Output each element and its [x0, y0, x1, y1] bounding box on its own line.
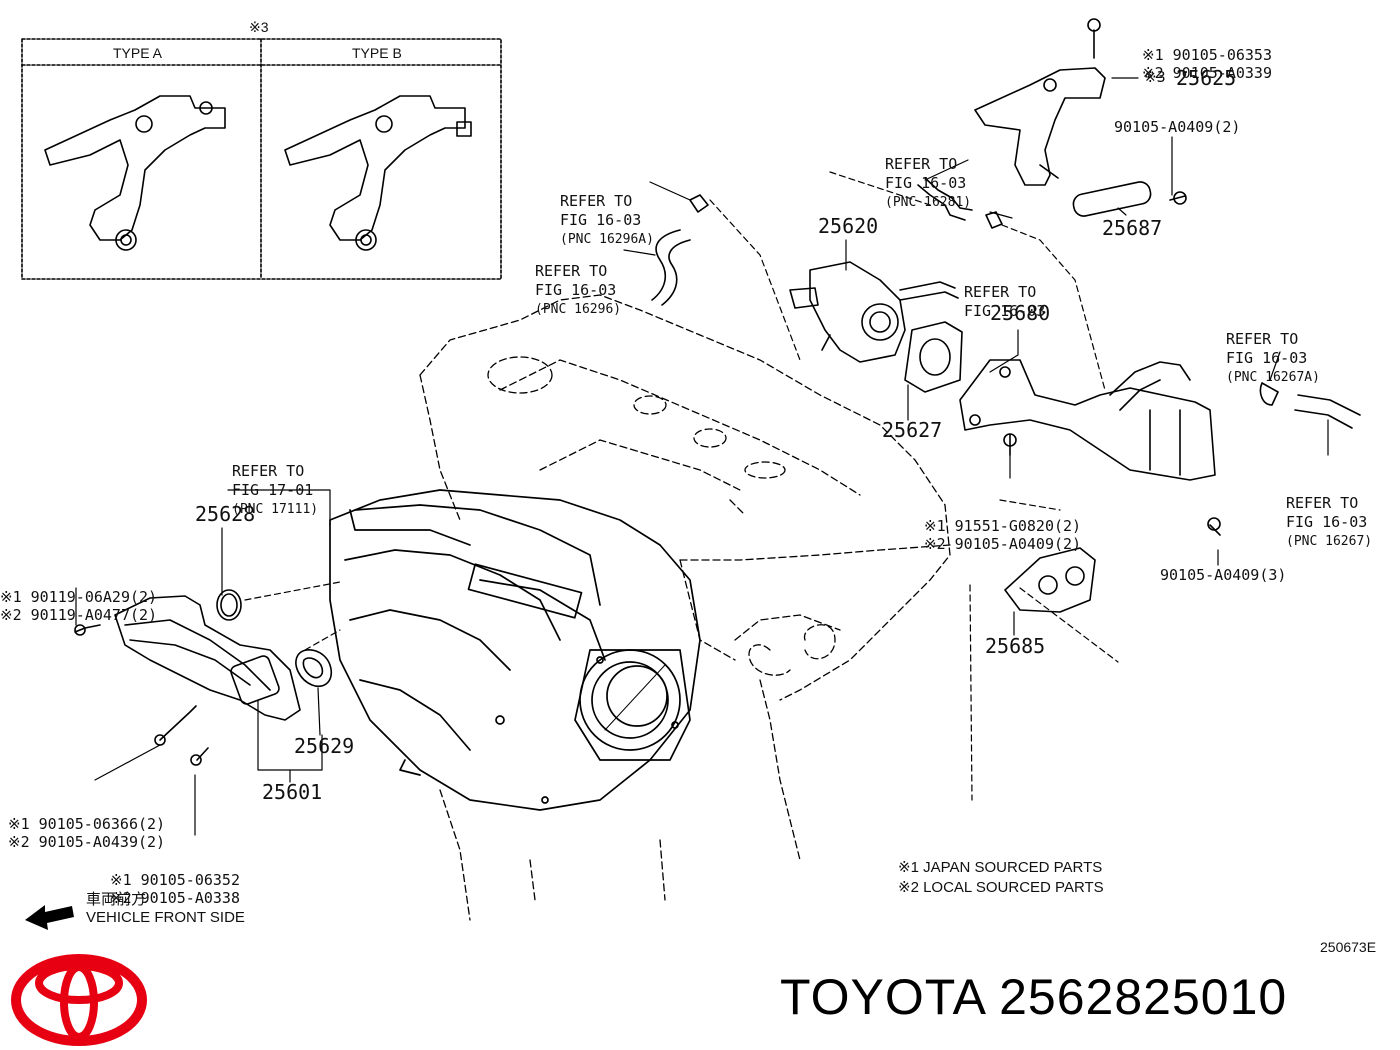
part-25685[interactable]: 25685	[985, 634, 1046, 658]
part-25601[interactable]: 25601	[262, 780, 323, 804]
type-a-label: TYPE A	[113, 45, 163, 61]
leader-lines	[75, 77, 1329, 836]
bolt-icons	[74, 18, 1221, 766]
gasket-25687-icon	[1072, 181, 1152, 217]
part-25625[interactable]: 25625	[1176, 66, 1237, 90]
dashed-guides	[244, 171, 1119, 801]
bolt-mid-label: ※1 91551-G0820(2)※2 90105-A0409(2)	[924, 517, 1082, 553]
gasket-25685-icon	[1004, 547, 1096, 613]
brand-name: TOYOTA	[780, 969, 985, 1025]
gasket-25628-icon	[216, 589, 242, 621]
type-variant-box	[21, 38, 502, 280]
clamp-16296a-icon	[689, 194, 709, 213]
part-number: 2562825010	[999, 969, 1288, 1025]
egr-valve-25620	[789, 261, 959, 363]
engine-outline	[419, 294, 951, 921]
bracket-type-b-icon	[284, 95, 466, 241]
type-b-label: TYPE B	[352, 45, 402, 61]
bolt-25687-label: 90105-A0409(2)	[1114, 118, 1241, 136]
bolt-top-label: ※1 90105-06353※2 90105-A0339	[1142, 46, 1272, 82]
toyota-logo	[11, 954, 147, 1046]
front-jp-label: 車両前方	[86, 891, 147, 908]
intake-manifold	[329, 489, 701, 811]
part-25625-mark: ※3	[1144, 68, 1166, 86]
bolt-low-label: ※1 90105-06366(2)※2 90105-A0439(2)	[8, 815, 166, 851]
clamp-16267a-icon	[1259, 382, 1279, 406]
type-box-mark: ※3	[249, 19, 269, 35]
gasket-25629-icon	[295, 649, 332, 687]
footer-title: TOYOTA 2562825010	[780, 968, 1287, 1026]
part-25687[interactable]: 25687	[1102, 216, 1163, 240]
part-25680[interactable]: 25680	[990, 301, 1051, 325]
bracket-25625	[974, 67, 1106, 186]
front-arrow-icon	[25, 905, 74, 930]
hose-16281-icon	[917, 184, 966, 221]
gasket-25627-icon	[904, 321, 963, 393]
diagram-code: 250673E	[1320, 939, 1377, 955]
hose-16267-icon	[1297, 394, 1361, 416]
part-25620[interactable]: 25620	[818, 214, 879, 238]
part-25627[interactable]: 25627	[882, 418, 943, 442]
bolt-left-label: ※1 90119-06A29(2)※2 90119-A0477(2)	[0, 588, 158, 624]
front-en-label: VEHICLE FRONT SIDE	[86, 909, 245, 926]
egr-cooler-25680	[959, 359, 1216, 481]
part-25628[interactable]: 25628	[195, 502, 256, 526]
sourcing-notes: ※1 JAPAN SOURCED PARTS※2 LOCAL SOURCED P…	[898, 859, 1104, 896]
egr-pipe-25601	[114, 595, 301, 721]
hose-16296-icon	[651, 229, 681, 301]
bracket-type-a-icon	[44, 95, 226, 241]
part-25629[interactable]: 25629	[294, 734, 355, 758]
bolt-bottom-label: ※1 90105-06352※2 90105-A0338	[110, 871, 240, 907]
bolt-right-label: 90105-A0409(3)	[1160, 566, 1287, 584]
